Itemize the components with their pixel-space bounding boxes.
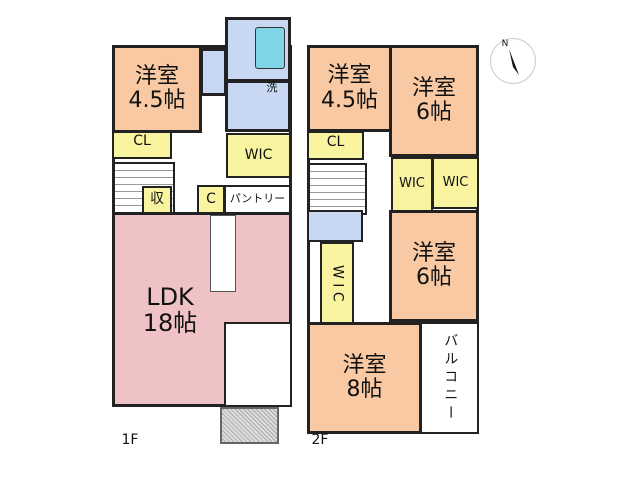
bathtub	[255, 27, 285, 69]
wic-label: W I C	[329, 264, 346, 302]
room-name: 洋室	[327, 63, 372, 89]
pantry: パントリー	[224, 185, 291, 214]
kitchen-counter	[210, 215, 236, 292]
room-name: 洋室	[411, 75, 456, 101]
closet-label: CL	[133, 133, 151, 150]
wic-1f: WIC	[226, 133, 291, 178]
room-size: 8帖	[346, 377, 383, 402]
closet-c-label: C	[206, 190, 216, 207]
closet-c: C	[197, 185, 225, 214]
compass-north-label: N	[501, 39, 509, 50]
toilet-1f	[200, 48, 227, 96]
room-name: LDK	[146, 282, 194, 311]
storage: 収	[142, 186, 172, 214]
entrance	[224, 322, 292, 407]
wic-label: WIC	[442, 174, 469, 190]
room-size: 6帖	[416, 100, 452, 125]
toilet-2f	[307, 210, 363, 242]
wic-2f-c: W I C	[320, 242, 354, 324]
storage-label: 収	[150, 191, 164, 208]
washroom	[225, 80, 291, 132]
closet-label: CL	[326, 134, 345, 151]
room-name: 洋室	[342, 352, 387, 378]
porch	[220, 407, 279, 444]
balcony: バルコニー	[420, 322, 479, 434]
room-name: 洋室	[134, 63, 179, 89]
room-name: 洋室	[411, 240, 456, 266]
room-size: 6帖	[416, 265, 452, 290]
closet-1f: CL	[112, 131, 172, 159]
wic-2f-b: WIC	[432, 157, 479, 209]
room-size: 4.5帖	[321, 87, 378, 113]
room-size: 4.5帖	[128, 88, 186, 113]
wic-label: WIC	[399, 176, 425, 192]
floor1-label: 1F	[121, 432, 139, 449]
closet-2f: CL	[307, 131, 364, 160]
floor2-label: 2F	[311, 432, 329, 449]
wic-label: WIC	[244, 146, 273, 163]
compass-icon: N	[490, 38, 536, 84]
pantry-label: パントリー	[229, 192, 286, 206]
wic-2f-a: WIC	[391, 157, 433, 212]
balcony-label: バルコニー	[442, 333, 459, 423]
stairs-2f	[308, 163, 367, 215]
wash-label: 洗	[266, 80, 278, 94]
room-size: 18帖	[142, 309, 198, 337]
